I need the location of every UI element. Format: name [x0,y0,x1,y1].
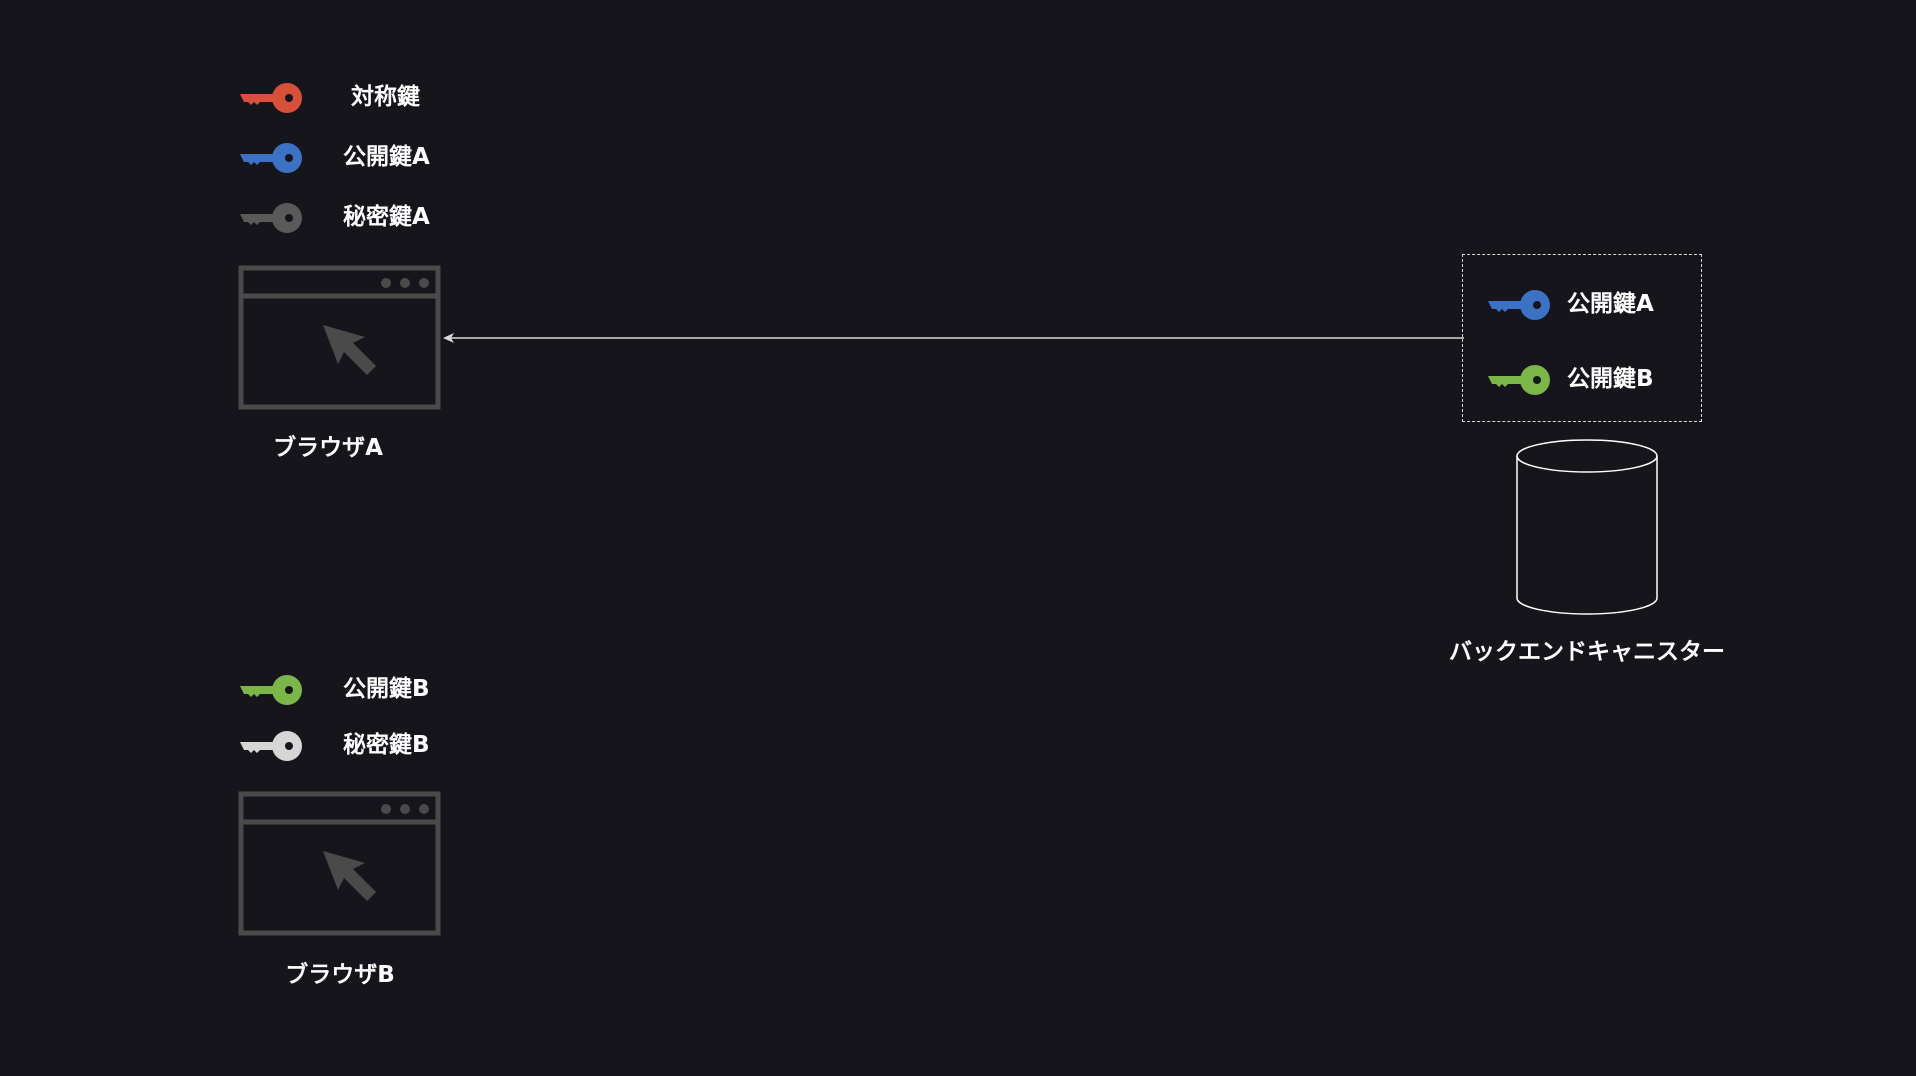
legend-label-private-key-a: 秘密鍵A [343,204,430,230]
private-key-a-icon [240,203,302,233]
private-key-b-icon [240,731,302,761]
legend-label-public-key-a: 公開鍵A [343,144,430,170]
browser-a-label: ブラウザA [273,435,383,461]
public-key-a-icon [240,143,302,173]
database-cylinder-icon [1516,439,1658,615]
backend-public-key-a-icon [1488,290,1550,320]
symmetric-key-icon [240,83,302,113]
cursor-icon [323,851,376,901]
cursor-icon [323,325,376,375]
browser-a-window-icon [238,265,441,410]
browser-b-label: ブラウザB [285,962,395,988]
legend-label-private-key-b: 秘密鍵B [343,732,430,758]
public-key-b-icon [240,675,302,705]
legend-label-public-key-b: 公開鍵B [343,676,430,702]
connection-arrow [443,333,1464,343]
browser-b-window-icon [238,791,441,936]
backend-canister-label: バックエンドキャニスター [1449,639,1725,665]
backend-key-store [1462,254,1702,422]
backend-public-key-b-icon [1488,365,1550,395]
backend-public-key-a-label: 公開鍵A [1567,291,1654,317]
backend-public-key-b-label: 公開鍵B [1567,366,1654,392]
legend-label-symmetric-key: 対称鍵 [351,84,420,110]
arrow-head-icon [443,333,454,343]
